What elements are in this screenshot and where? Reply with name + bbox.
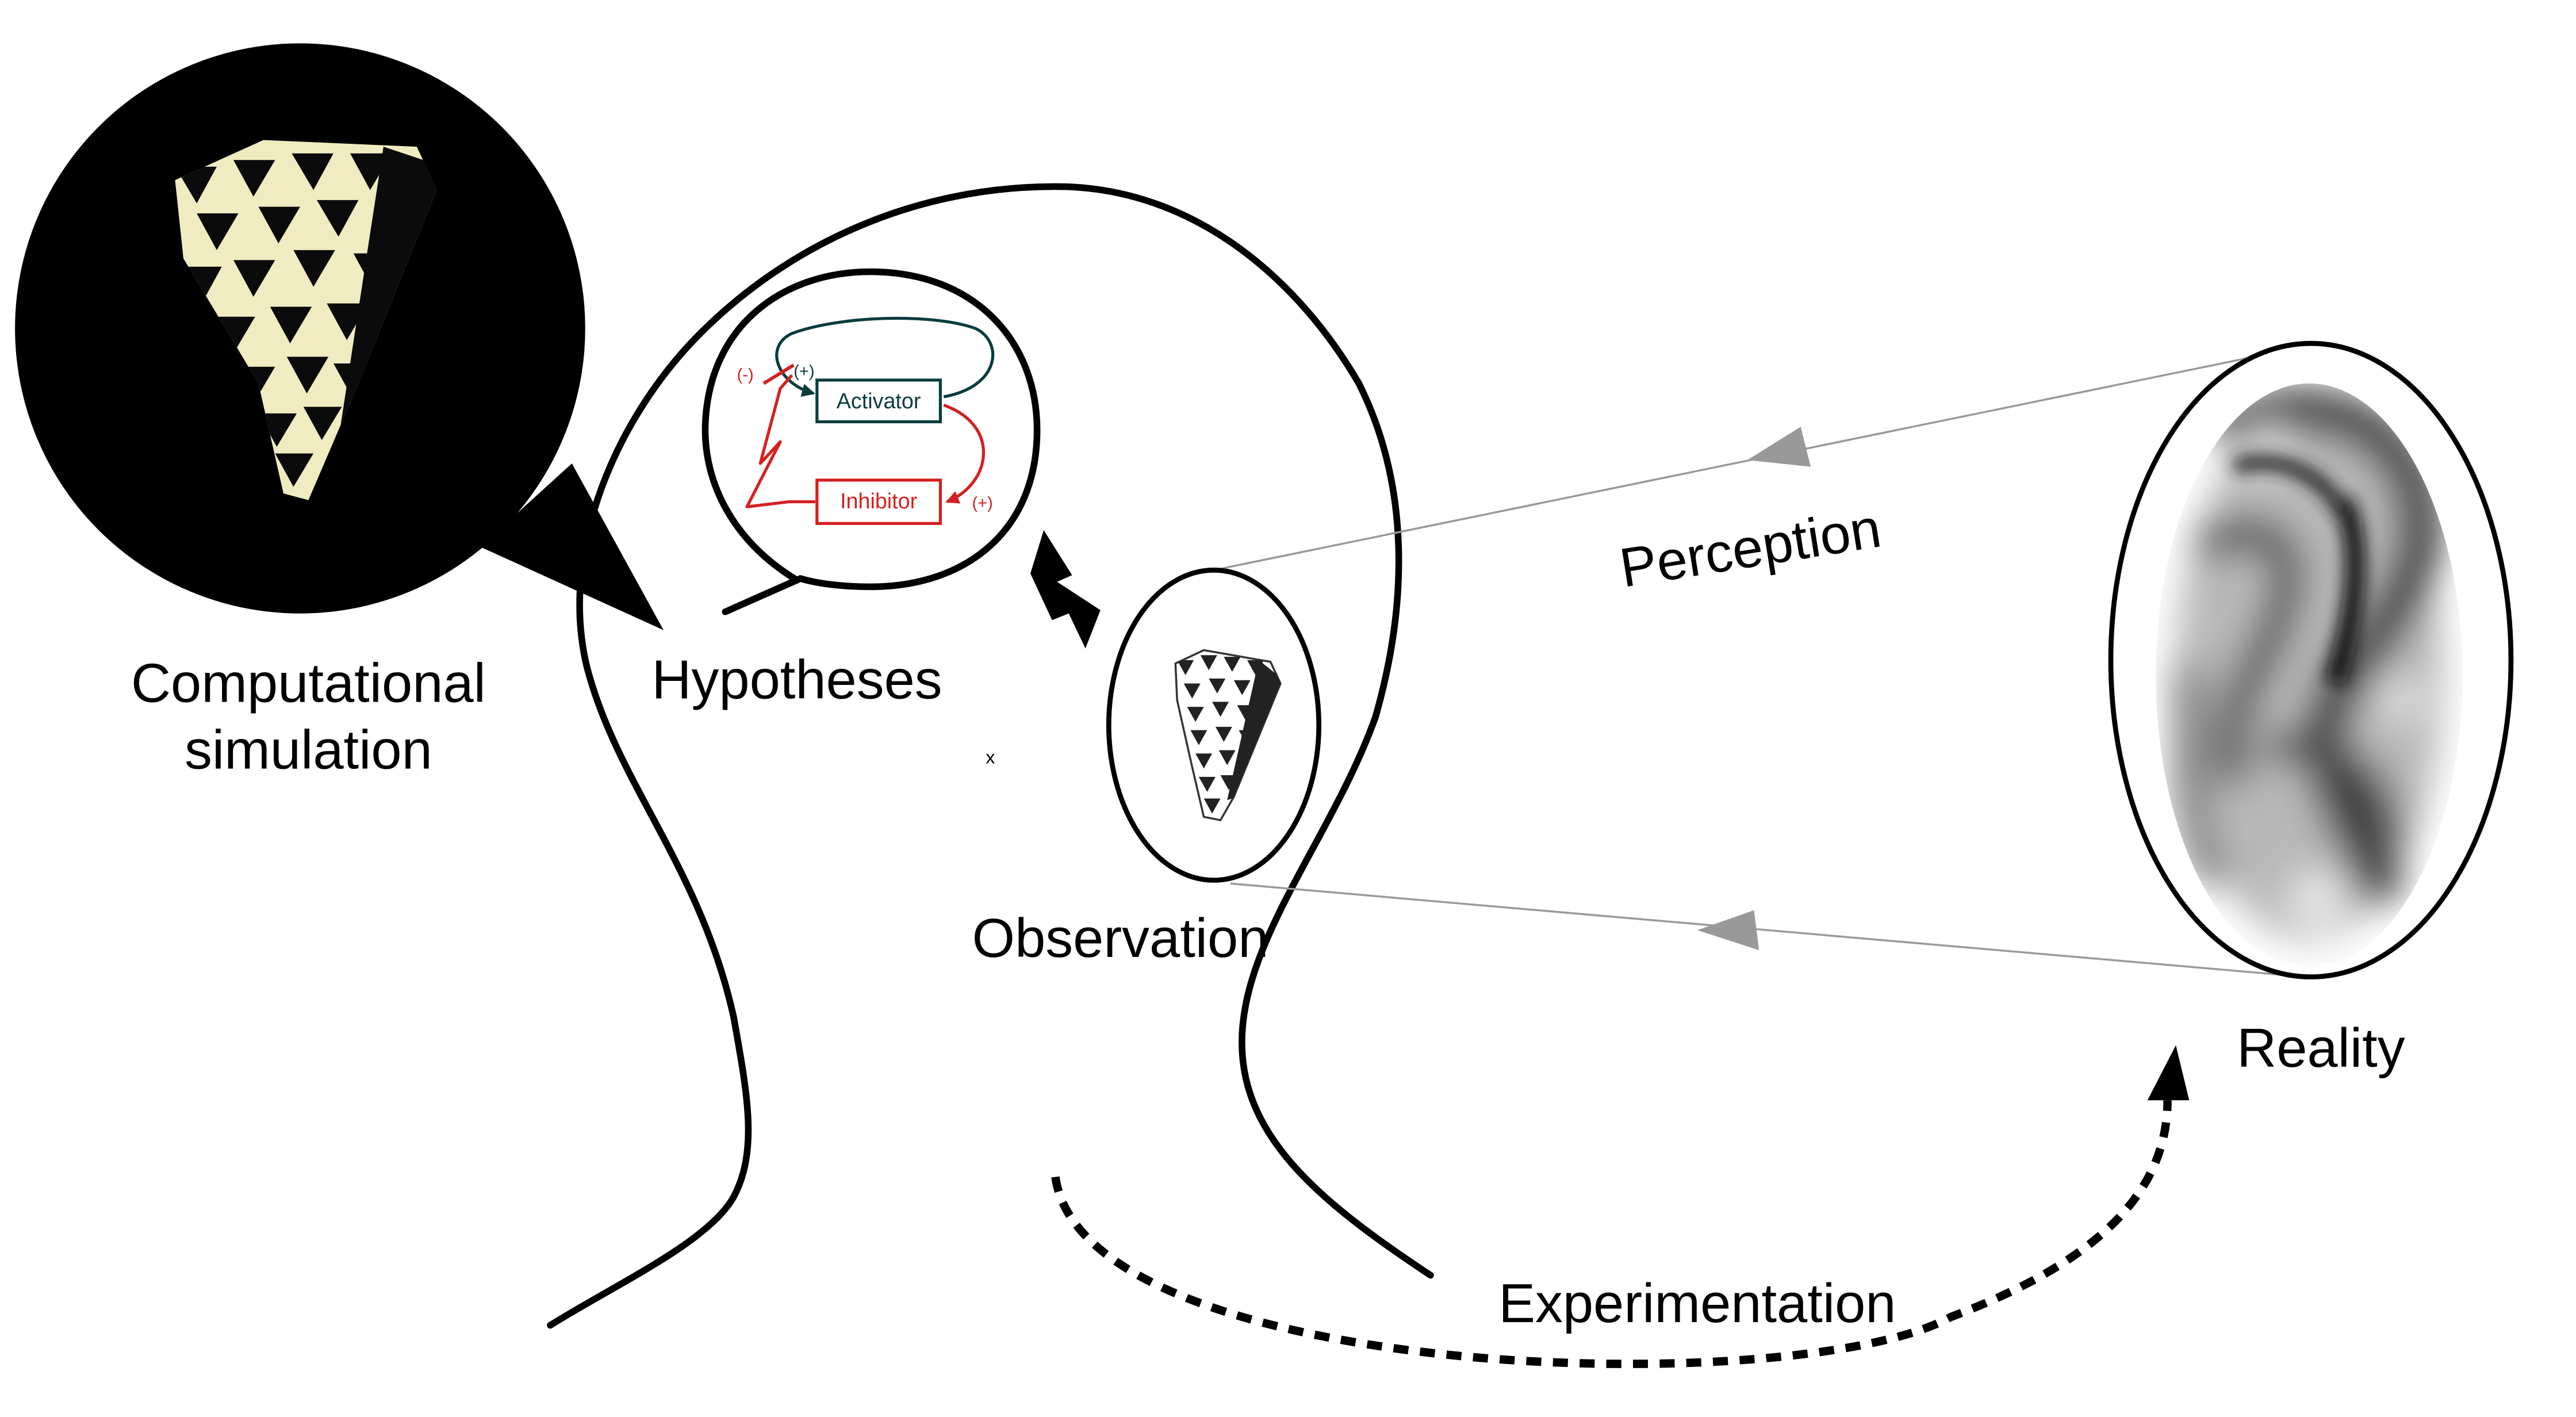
experimentation-label: Experimentation [1498,1273,1896,1334]
activator-label: Activator [837,389,921,413]
stray-mark: x [986,747,995,768]
activator-box [815,378,942,424]
lightning-bolt-icon [1030,530,1101,649]
perception-upper-line [1213,355,2255,572]
perception-lower-line [1230,882,2306,978]
hypotheses-thought-bubble [702,268,1041,615]
reality-label: Reality [2237,1017,2405,1079]
computational-simulation-label-line2: simulation [185,719,432,780]
perception-projection [1213,355,2306,978]
gene-regulatory-network: (+) Activator (+) Inhibitor (-) [737,316,995,525]
cross-activation-sign: (+) [972,494,993,512]
computational-simulation-label-line1: Computational [131,652,486,714]
self-activation-loop [775,316,995,399]
observation-label: Observation [972,907,1269,969]
inhibition-sign: (-) [737,366,754,384]
perception-lower-arrowhead [1697,910,1759,951]
inhibition-path [745,374,815,508]
blurred-shell-pattern [2171,388,2443,942]
inhibitor-box [815,478,942,525]
cone-shell-drawing [1174,649,1282,822]
experimentation-arrowhead [2147,1045,2190,1101]
activator-to-inhibitor-arrow [943,403,986,504]
self-activation-sign: (+) [793,362,814,381]
perception-upper-arrowhead [1747,427,1811,467]
hypotheses-label: Hypotheses [651,649,942,711]
inhibitor-label: Inhibitor [840,489,917,513]
inhibition-bar [762,363,795,385]
experimentation-arrow-path [1051,1100,2172,1368]
perception-label: Perception [1616,497,1885,599]
